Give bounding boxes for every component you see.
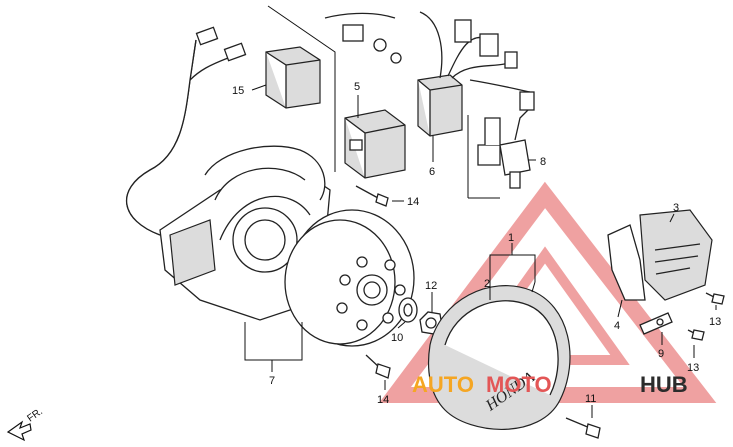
callout-8: 8 — [540, 156, 546, 168]
callout-2: 2 — [484, 278, 490, 290]
bolt-14-lower-icon — [365, 354, 391, 379]
direction-label: FR. — [25, 406, 45, 424]
callout-5: 5 — [354, 81, 360, 93]
part-9-plate — [639, 312, 673, 335]
front-direction-arrow-icon — [6, 420, 32, 442]
callout-9: 9 — [658, 348, 664, 360]
leader-lines — [244, 84, 717, 418]
part-10-washer — [398, 297, 418, 323]
callout-10: 10 — [391, 332, 403, 344]
callout-13-upper: 13 — [709, 316, 721, 328]
bolt-13-upper-icon — [705, 292, 725, 305]
part-8-pulse-generator — [477, 109, 531, 189]
callout-14-upper: 14 — [407, 196, 419, 208]
watermark-text: AUTO MOTO HUB — [412, 372, 688, 397]
wiring-group-outline — [267, 5, 500, 199]
callout-7: 7 — [269, 375, 275, 387]
callout-1: 1 — [508, 232, 514, 244]
callout-11: 11 — [585, 393, 596, 405]
callout-12: 12 — [425, 280, 437, 292]
callout-15: 15 — [232, 85, 244, 97]
part-6-ignition-module — [324, 11, 535, 137]
bolt-11-icon — [565, 417, 601, 439]
watermark-part-3: HUB — [640, 372, 688, 397]
bolt-13-lower-icon — [687, 329, 705, 341]
watermark-part-2: MOTO — [486, 372, 552, 397]
bolt-14-upper-icon — [355, 185, 389, 207]
callout-4: 4 — [614, 320, 620, 332]
part-1-left-crankcase-cover — [427, 285, 571, 430]
callout-13-lower: 13 — [687, 362, 699, 374]
part-4-gasket — [607, 224, 646, 301]
callout-3: 3 — [673, 202, 679, 214]
watermark-part-1: AUTO — [412, 372, 474, 397]
stator-wire-harness — [125, 26, 247, 236]
callout-14-lower: 14 — [377, 394, 389, 406]
part-3-sprocket-cover — [639, 209, 713, 301]
part-15-cdi-unit — [265, 46, 321, 109]
flywheel-rotor — [284, 209, 415, 347]
callout-6: 6 — [429, 166, 435, 178]
part-5-regulator — [344, 109, 406, 179]
